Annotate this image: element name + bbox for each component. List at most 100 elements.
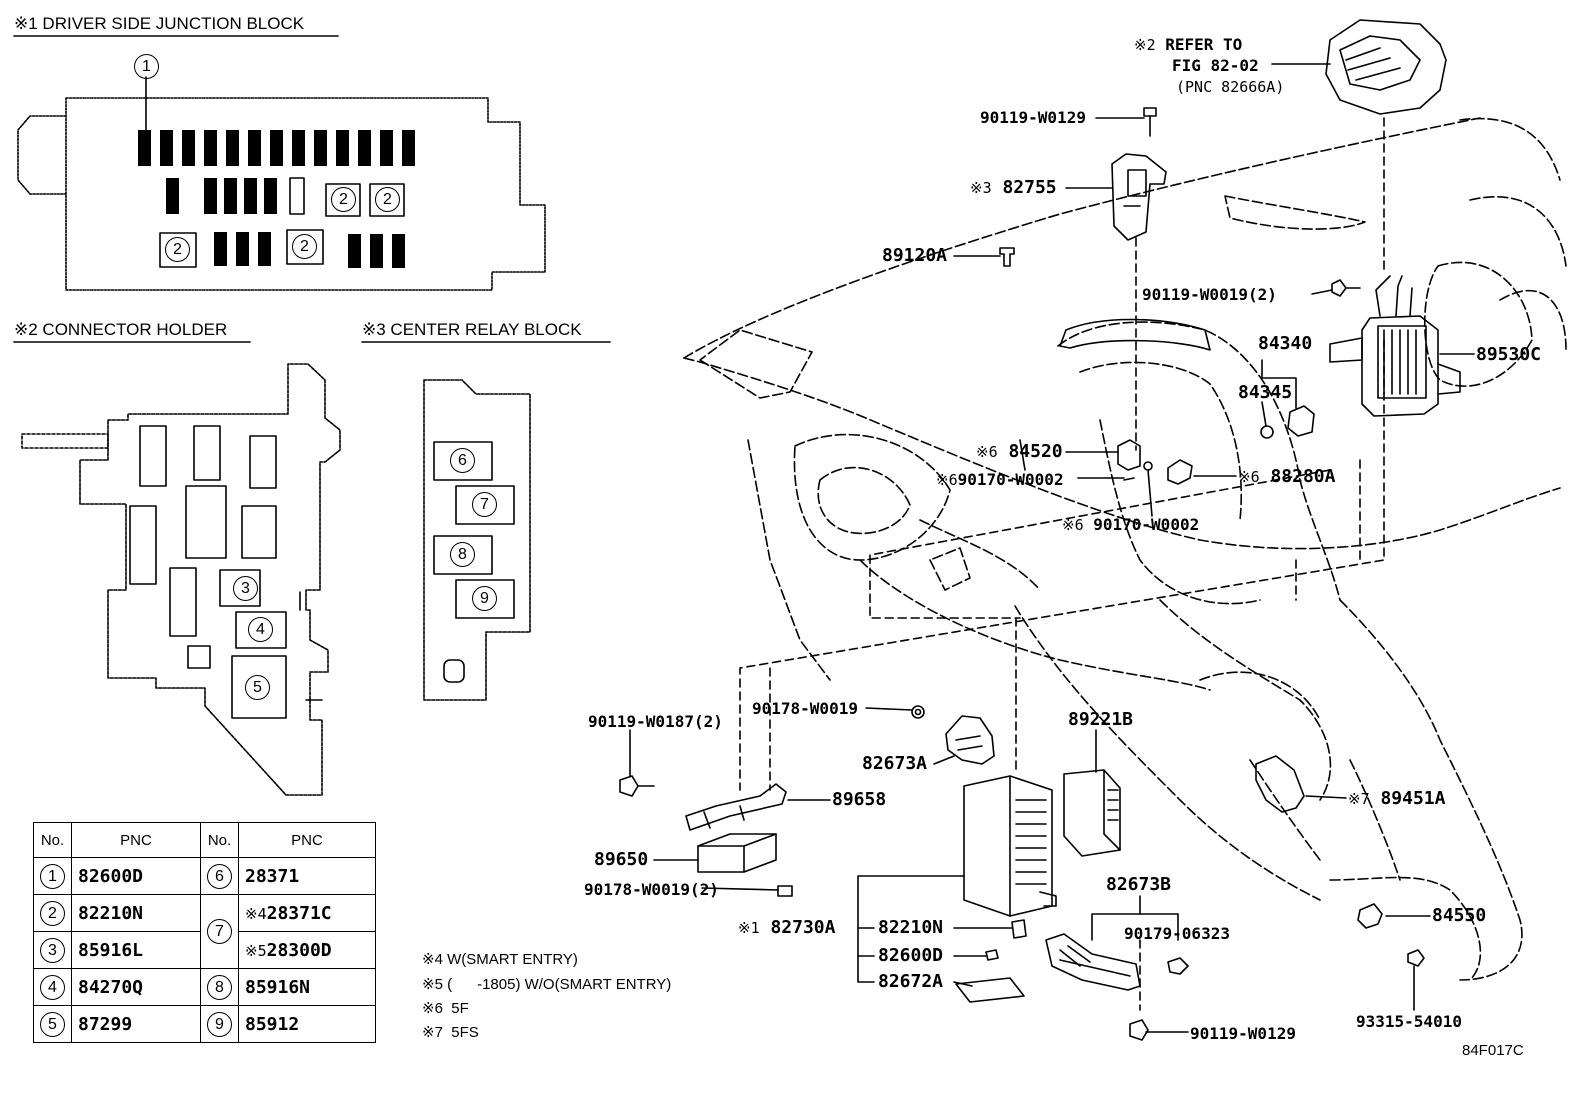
table-header: No. PNC No. PNC xyxy=(33,822,376,858)
connector-holder-assembly xyxy=(1325,19,1447,115)
callout-2: 2 xyxy=(331,187,356,212)
callout-4: 4 xyxy=(248,617,273,642)
sensor-84550 xyxy=(1357,903,1383,929)
note-line: ※7 5FS xyxy=(422,1024,479,1041)
connector-holder-drawing xyxy=(21,363,341,796)
part-label: 89658 xyxy=(832,789,887,810)
table-row: 5 87299 9 85912 xyxy=(33,1005,376,1043)
part-label: ※6 84520 xyxy=(976,441,1063,462)
connector-84520 xyxy=(1117,439,1141,471)
relay-boxes xyxy=(159,183,405,268)
refer-line-2: FIG 82-02 xyxy=(1172,56,1259,75)
refer-mark: ※2 xyxy=(1134,36,1156,54)
screw-90119-w0187 xyxy=(619,775,655,797)
pnc-table: No. PNC No. PNC 1 82600D 6 28371 2 82210… xyxy=(33,822,376,1043)
part-label: 84550 xyxy=(1432,905,1487,926)
fuse-row-middle xyxy=(166,178,277,214)
part-label: 90119-W0129 xyxy=(980,108,1086,127)
center-relay-block-title: ※3 CENTER RELAY BLOCK xyxy=(362,320,582,339)
sensor-84340 xyxy=(1287,405,1315,437)
part-label: 82673A xyxy=(862,753,928,774)
center-relay-block-drawing xyxy=(423,379,531,701)
ecu-89530c xyxy=(1329,275,1461,417)
junction-block-drawing xyxy=(17,97,546,291)
part-label: 90178-W0019 xyxy=(752,699,858,718)
note-line: ※4 W(SMART ENTRY) xyxy=(422,951,578,968)
callout-8: 8 xyxy=(450,542,475,567)
fuse-row-top xyxy=(138,130,415,166)
part-label: 89120A xyxy=(882,245,948,266)
part-label: 82600D xyxy=(878,945,944,966)
nut-90179-06323 xyxy=(1167,957,1189,975)
part-label: ※3 82755 xyxy=(970,177,1057,198)
connector-holder-title: ※2 CONNECTOR HOLDER xyxy=(14,320,228,339)
part-label: 82673B xyxy=(1106,874,1172,895)
table-header-cell: No. xyxy=(200,822,239,858)
table-row: 3 85916L ※528300D xyxy=(33,931,376,969)
bracket-82755 xyxy=(1111,153,1167,241)
screw-90119-w0129-bot xyxy=(1129,1019,1149,1041)
clip-84345 xyxy=(1260,425,1274,439)
callout-2: 2 xyxy=(165,237,190,262)
table-header-cell: No. xyxy=(33,822,72,858)
part-label: 84345 xyxy=(1238,382,1293,403)
junction-block-82730a xyxy=(963,775,1057,917)
table-row: 2 82210N 7 ※428371C xyxy=(33,894,376,969)
fuse-82210n xyxy=(1011,919,1027,939)
assembly-guide-lines xyxy=(739,117,1385,1011)
cover-82673b xyxy=(1045,933,1141,991)
part-label: 82672A xyxy=(878,971,944,992)
callout-2: 2 xyxy=(292,234,317,259)
refer-line-3: (PNC 82666A) xyxy=(1176,78,1285,96)
callout-9: 9 xyxy=(472,586,497,611)
part-label: 93315-54010 xyxy=(1356,1012,1462,1031)
part-label: 90179-06323 xyxy=(1124,924,1230,943)
figure-code: 84F017C xyxy=(1462,1042,1524,1059)
part-label: 82210N xyxy=(878,917,944,938)
callout-1: 1 xyxy=(134,54,159,79)
refer-text: REFER TO xyxy=(1165,35,1243,54)
table-header-cell: PNC xyxy=(238,822,376,858)
clip-90178-w0019 xyxy=(911,705,925,719)
table-row: 1 82600D 6 28371 xyxy=(33,857,376,895)
ecu-89650 xyxy=(697,833,777,873)
callout-6: 6 xyxy=(450,448,475,473)
refer-line-1: ※2 REFER TO xyxy=(1134,34,1242,56)
screw-90119-w0129-top xyxy=(1143,107,1157,137)
part-label: 89530C xyxy=(1476,344,1542,365)
part-label: 90119-W0187(2) xyxy=(588,712,723,731)
fuse-row-bottom xyxy=(214,232,405,268)
table-row: 4 84270Q 8 85916N xyxy=(33,968,376,1006)
cover-82672a xyxy=(955,977,1025,1003)
part-label: ※6 88280A xyxy=(1238,466,1336,487)
connector-89221b xyxy=(1063,769,1121,857)
part-label: ※1 82730A xyxy=(738,917,836,938)
screw-90119-w0019 xyxy=(1331,279,1361,297)
part-label: 90119-W0019(2) xyxy=(1142,285,1277,304)
callout-2: 2 xyxy=(375,187,400,212)
part-label: 89221B xyxy=(1068,709,1134,730)
junction-block-title: ※1 DRIVER SIDE JUNCTION BLOCK xyxy=(14,14,305,33)
clip-89120a xyxy=(999,247,1015,267)
spare-fuse-slot xyxy=(289,177,305,215)
part-label: 89650 xyxy=(594,849,649,870)
sensor-88280a xyxy=(1167,459,1193,485)
sensor-89451a xyxy=(1255,755,1305,813)
instrument-panel-drawing xyxy=(683,117,1567,981)
note-line: ※5 ( -1805) W/O(SMART ENTRY) xyxy=(422,976,672,993)
bolt-93315-54010 xyxy=(1407,949,1425,1009)
bracket-89658 xyxy=(685,783,787,831)
part-label: 84340 xyxy=(1258,333,1313,354)
part-label: 90119-W0129 xyxy=(1190,1024,1296,1043)
leader-lines xyxy=(629,63,1475,1033)
table-header-cell: PNC xyxy=(71,822,201,858)
callout-5: 5 xyxy=(245,675,270,700)
note-line: ※6 5F xyxy=(422,1000,469,1017)
callout-3: 3 xyxy=(233,576,258,601)
part-label: ※690170-W0002 xyxy=(936,470,1064,489)
part-label: ※7 89451A xyxy=(1348,788,1446,809)
cover-82673a xyxy=(945,715,995,765)
part-label: ※6 90170-W0002 xyxy=(1062,515,1200,534)
fuse-82600d xyxy=(985,949,999,961)
